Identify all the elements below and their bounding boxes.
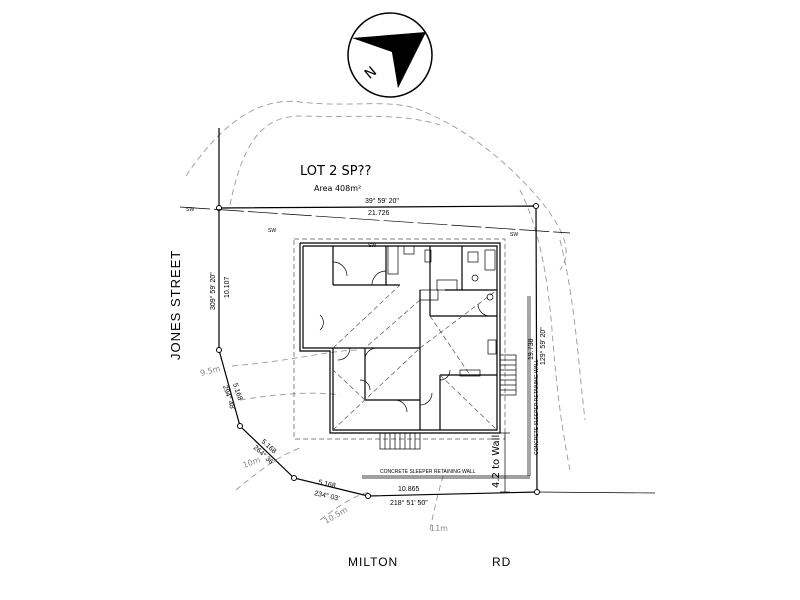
contour-label: 10.5m: [323, 505, 350, 526]
south-bearing: 218° 51' 50": [390, 499, 428, 507]
retaining-walls: CONCRETE SLEEPER RETAINING WALL CONCRETE…: [362, 296, 540, 479]
lot-title: LOT 2 SP??: [300, 164, 371, 179]
setback-dimension: 4.2 to Wall: [491, 432, 510, 493]
street-name-south-a: MILTON: [348, 555, 398, 569]
west-length: 10.107: [224, 276, 231, 298]
north-bearing: 39° 59' 20": [365, 197, 399, 205]
contour-label: 11m: [430, 524, 448, 533]
north-arrow-icon: N: [347, 12, 433, 98]
sewer-label: SW: [268, 228, 276, 234]
house-floor-plan: [299, 242, 501, 434]
setback-label: 4.2 to Wall: [491, 435, 502, 488]
west-bearing: 309° 59' 20": [209, 272, 217, 310]
eaves-outline: [293, 238, 506, 440]
east-bearing: 129° 59' 20": [539, 327, 547, 365]
street-name-south-b: RD: [492, 555, 511, 569]
lot-boundary: [216, 128, 656, 499]
side-stairs: [499, 354, 517, 396]
sewer-label: SW: [186, 207, 194, 213]
contour-label: 10m: [242, 455, 262, 470]
lot-area: Area 408m²: [314, 184, 361, 193]
retaining-wall-east-label: CONCRETE SLEEPER RETAINING WALL: [534, 359, 540, 455]
compass-letter: N: [362, 64, 380, 83]
front-steps: [379, 432, 421, 450]
sewer-label: SW: [510, 232, 518, 238]
arc3-bearing: 234° 03': [314, 489, 341, 503]
retaining-wall-south-label: CONCRETE SLEEPER RETAINING WALL: [380, 469, 476, 475]
south-length: 10.865: [398, 486, 420, 493]
street-name-west: JONES STREET: [168, 250, 183, 360]
contour-label: 9.5m: [199, 364, 221, 378]
east-length: 19.738: [528, 338, 535, 360]
north-length: 21.726: [368, 210, 390, 217]
arc3-length: 5.168: [318, 479, 337, 490]
